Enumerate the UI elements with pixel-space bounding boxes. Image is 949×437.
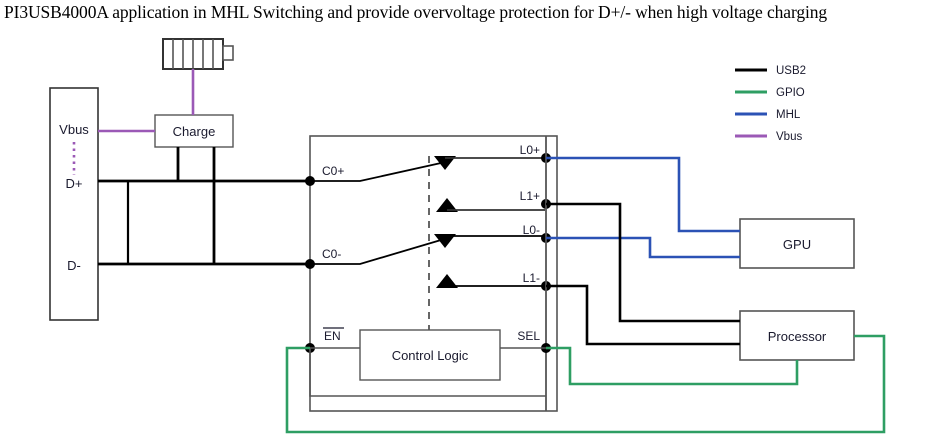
ic-internal-bottom-rail [309,348,546,397]
ic-pin-label-l1plus: L1+ [520,189,540,203]
gpu-block-label: GPU [783,237,811,252]
switch-contact-l0minus [434,234,545,248]
ic-pin-label-c0plus: C0+ [322,164,344,178]
page-title: PI3USB4000A application in MHL Switching… [4,2,828,22]
connector-pin-label-dplus: D+ [66,176,83,191]
wire-en-processor [285,334,886,434]
legend-label-usb2: USB2 [776,65,806,77]
legend-label-mhl: MHL [776,109,801,121]
control-logic-block [359,329,501,381]
processor-block-label: Processor [768,329,827,344]
legend-label-gpio: GPIO [776,87,805,99]
connector-pin-label-dminus: D- [67,258,81,273]
ic-pin-label-l1minus: L1- [523,271,540,285]
ic-pin-label-l0plus: L0+ [520,143,540,157]
legend-label-vbus: Vbus [776,131,802,143]
charge-block-label: Charge [173,124,216,139]
switch-arm-c0plus [310,162,442,182]
switch-contact-l1plus [436,198,545,212]
switch-arm-c0minus [310,239,442,265]
wire-l1plus-processor [546,202,740,323]
battery-icon [162,38,234,70]
wire-l1minus-processor [546,284,740,346]
wire-l0minus-gpu [546,236,740,259]
wire-l0plus-gpu [546,156,740,233]
connector-block [49,87,99,321]
charge-block [154,114,234,148]
ic-pin-label-sel: SEL [517,329,540,343]
ic-pin-label-c0minus: C0- [322,247,341,261]
ic-pin-label-en: EN [324,329,341,343]
switch-contact-l1minus [436,274,545,288]
gpu-block [739,218,855,269]
switch-contact-l0plus [434,156,545,170]
legend: USB2 GPIO MHL Vbus [735,65,806,143]
control-logic-label: Control Logic [392,348,469,363]
ic-pin-label-l0minus: L0- [523,223,540,237]
connector-pin-label-vbus: Vbus [59,122,89,137]
wire-sel-processor [546,346,799,386]
